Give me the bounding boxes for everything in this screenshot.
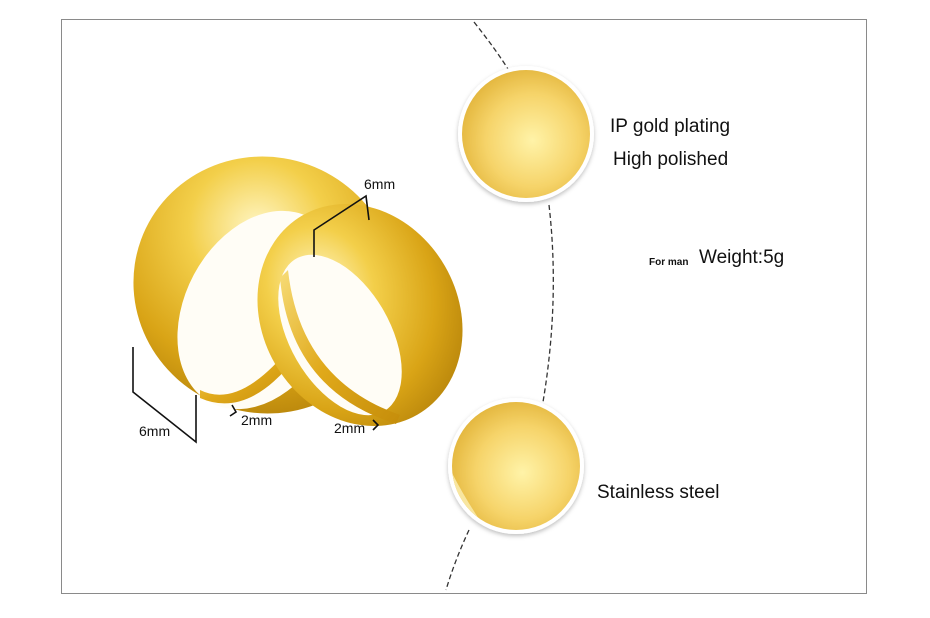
callout-ip-gold-plating: IP gold plating — [610, 116, 731, 137]
magnified-surface-top — [458, 66, 594, 202]
dim-small-ring-width: 6mm — [364, 176, 396, 192]
dimension-lines — [132, 194, 380, 444]
weight-prefix: For man — [649, 257, 689, 268]
weight-label: Weight:5g — [699, 247, 785, 268]
dim-small-ring-thickness: 2mm — [334, 420, 366, 436]
callout-stainless-steel: Stainless steel — [597, 482, 720, 503]
small-ring — [257, 204, 463, 426]
magnified-surface-bottom — [448, 398, 584, 534]
callout-high-polished: High polished — [613, 149, 729, 170]
image-frame — [61, 19, 867, 594]
dim-large-ring-width: 6mm — [139, 423, 171, 439]
dim-large-ring-thickness: 2mm — [241, 412, 273, 428]
